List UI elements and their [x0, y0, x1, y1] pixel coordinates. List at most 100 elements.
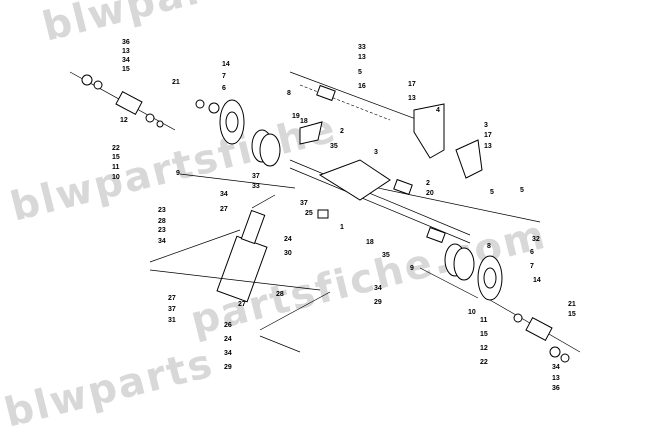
callout-6: 6 — [530, 249, 534, 256]
callout-24: 24 — [284, 236, 292, 243]
callout-22: 22 — [112, 145, 120, 152]
callout-26: 26 — [224, 322, 232, 329]
center-shaft-line — [289, 159, 471, 236]
callout-13: 13 — [484, 143, 492, 150]
callout-18: 18 — [300, 118, 308, 125]
callout-18: 18 — [366, 239, 374, 246]
callout-20: 20 — [426, 190, 434, 197]
spacer-part — [316, 84, 336, 102]
idler-hub — [225, 111, 239, 133]
callout-17: 17 — [408, 81, 416, 88]
exploded-view — [69, 71, 581, 363]
callout-16: 16 — [358, 83, 366, 90]
callout-29: 29 — [224, 364, 232, 371]
bolt-29 — [259, 335, 301, 353]
spacer-part — [426, 226, 446, 244]
callout-9: 9 — [176, 170, 180, 177]
arm-27 — [259, 291, 331, 331]
callout-25: 25 — [305, 210, 313, 217]
rod-9-right — [419, 267, 479, 299]
center-shaft-line — [289, 167, 471, 244]
shock-shaft — [240, 209, 266, 245]
callout-35: 35 — [330, 143, 338, 150]
callout-37: 37 — [168, 306, 176, 313]
callout-10: 10 — [112, 174, 120, 181]
arm-23 — [149, 229, 241, 263]
callout-12: 12 — [480, 345, 488, 352]
callout-1: 1 — [340, 224, 344, 231]
callout-15: 15 — [480, 331, 488, 338]
callout-21: 21 — [172, 79, 180, 86]
washer-part — [513, 313, 523, 323]
bracket-12 — [115, 90, 143, 116]
callout-30: 30 — [284, 250, 292, 257]
callout-37: 37 — [252, 173, 260, 180]
callout-36: 36 — [122, 39, 130, 46]
callout-22: 22 — [480, 359, 488, 366]
callout-5: 5 — [490, 189, 494, 196]
bracket-12 — [525, 316, 553, 342]
callout-28: 28 — [158, 218, 166, 225]
callout-13: 13 — [358, 54, 366, 61]
callout-15: 15 — [112, 154, 120, 161]
callout-14: 14 — [222, 61, 230, 68]
callout-17: 17 — [484, 132, 492, 139]
callout-8: 8 — [287, 90, 291, 97]
shock-rod — [251, 194, 276, 209]
callout-34: 34 — [374, 285, 382, 292]
callout-28: 28 — [276, 291, 284, 298]
callout-21: 21 — [568, 301, 576, 308]
callout-8: 8 — [487, 243, 491, 250]
callout-2: 2 — [426, 180, 430, 187]
washer-part — [93, 80, 103, 90]
callout-15: 15 — [122, 66, 130, 73]
callout-13: 13 — [408, 95, 416, 102]
arm-28 — [149, 269, 321, 291]
callout-3: 3 — [484, 122, 488, 129]
callout-36: 36 — [552, 385, 560, 392]
bracket-3 — [455, 139, 483, 179]
bushing-25 — [317, 209, 329, 219]
idler-hub — [483, 267, 497, 289]
washer-part — [81, 74, 93, 86]
callout-31: 31 — [168, 317, 176, 324]
callout-2: 2 — [340, 128, 344, 135]
callout-10: 10 — [468, 309, 476, 316]
washer-part — [145, 113, 155, 123]
callout-34: 34 — [552, 364, 560, 371]
callout-23: 23 — [158, 207, 166, 214]
callout-34: 34 — [220, 191, 228, 198]
callout-23: 23 — [158, 227, 166, 234]
washer-part — [549, 346, 561, 358]
torsion-spring-lower — [453, 247, 475, 281]
washer-part — [156, 120, 164, 128]
callout-4: 4 — [436, 107, 440, 114]
callout-35: 35 — [382, 252, 390, 259]
callout-9: 9 — [410, 265, 414, 272]
callout-33: 33 — [252, 183, 260, 190]
callout-5: 5 — [358, 69, 362, 76]
rod-9-left — [179, 173, 296, 189]
callout-5: 5 — [520, 187, 524, 194]
callout-7: 7 — [222, 73, 226, 80]
callout-11: 11 — [112, 164, 120, 171]
callout-34: 34 — [158, 238, 166, 245]
callout-27: 27 — [238, 301, 246, 308]
callout-13: 13 — [552, 375, 560, 382]
callout-12: 12 — [120, 117, 128, 124]
callout-13: 13 — [122, 48, 130, 55]
callout-7: 7 — [530, 263, 534, 270]
callout-27: 27 — [220, 206, 228, 213]
callout-34: 34 — [224, 350, 232, 357]
washer-part — [560, 353, 570, 363]
shaft-centerline — [299, 84, 391, 121]
callout-6: 6 — [222, 85, 226, 92]
torsion-spring-upper — [259, 133, 281, 167]
callout-11: 11 — [480, 317, 488, 324]
callout-29: 29 — [374, 299, 382, 306]
callout-27: 27 — [168, 295, 176, 302]
bracket-18 — [299, 121, 323, 145]
bracket-4 — [413, 103, 445, 159]
spacer-part — [393, 178, 413, 196]
pivot-arm-1 — [318, 159, 391, 201]
